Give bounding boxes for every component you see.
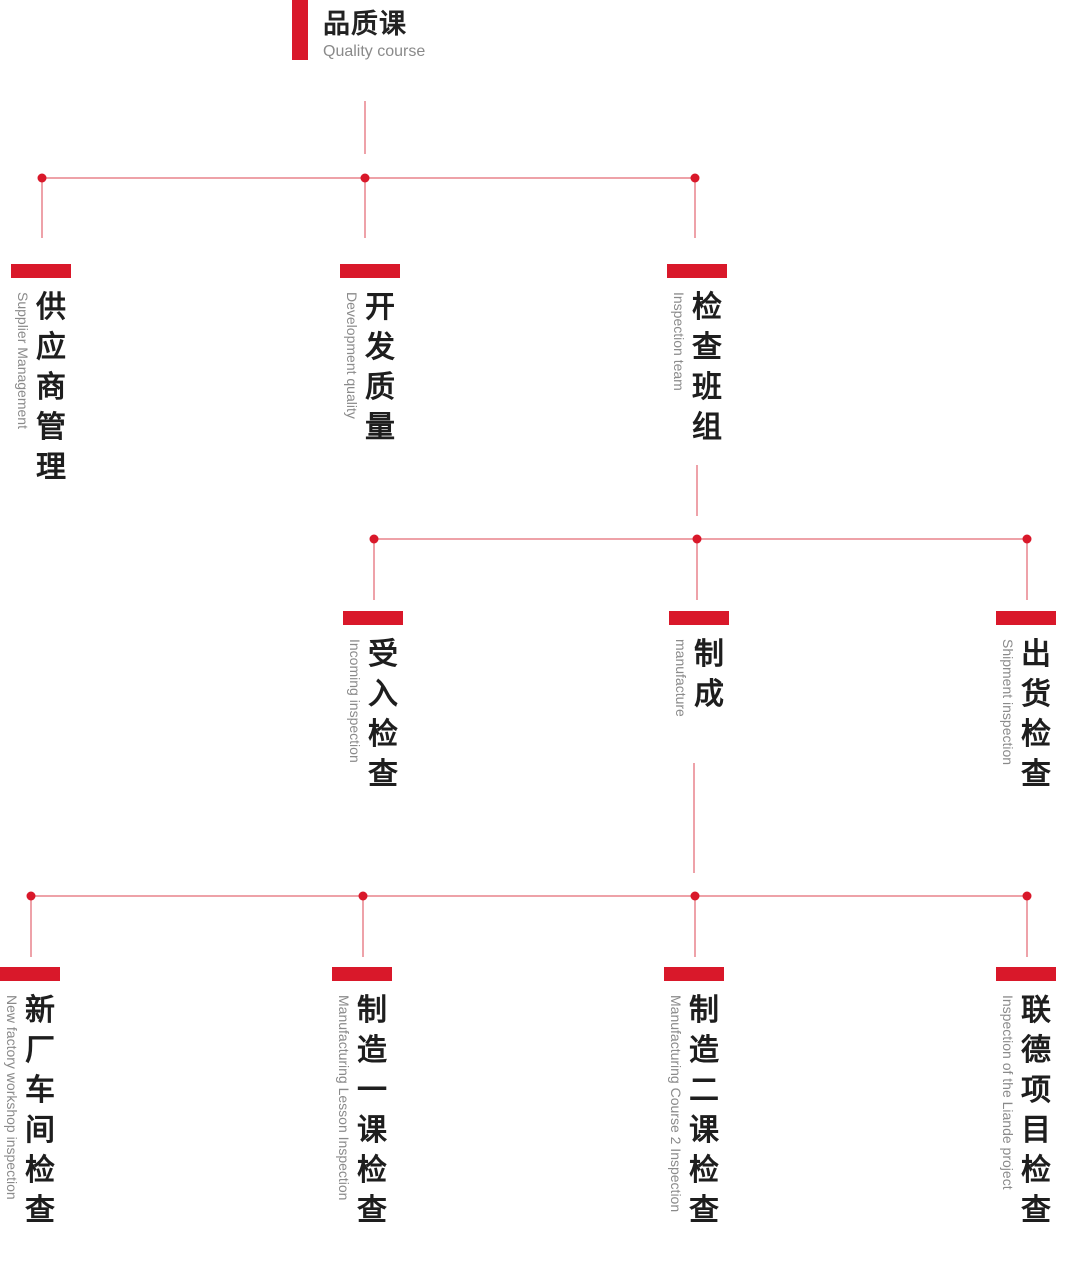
node-accent-bar — [0, 967, 60, 981]
connector-dot — [690, 173, 700, 183]
connector-dot — [690, 891, 700, 901]
node-label-cn: 新厂车间检查 — [25, 993, 55, 1228]
node-accent-bar — [11, 264, 71, 278]
node-label-en: Incoming inspection — [347, 639, 363, 763]
connector-dot — [1022, 891, 1032, 901]
node-accent-bar — [669, 611, 729, 625]
node-label-en: Inspection of the Liande project — [1000, 995, 1016, 1190]
node-label-en: manufacture — [673, 639, 689, 717]
node-label-cn: 受入检查 — [368, 637, 398, 792]
connector-dot — [692, 534, 702, 544]
node-label-cn: 制造一课检查 — [357, 993, 387, 1228]
node-accent-bar — [664, 967, 724, 981]
node-label-cn: 供应商管理 — [36, 290, 66, 485]
node-label-cn: 联德项目检查 — [1021, 993, 1051, 1228]
node-label-en: Manufacturing Course 2 Inspection — [668, 995, 684, 1213]
node-accent-bar — [996, 967, 1056, 981]
node-label-cn: 出货检查 — [1021, 637, 1051, 792]
connector-dot — [26, 891, 36, 901]
node-accent-bar — [332, 967, 392, 981]
connector-dot — [360, 173, 370, 183]
node-label-en: Supplier Management — [15, 292, 31, 429]
node-label-en: Manufacturing Lesson Inspection — [336, 995, 352, 1201]
node-accent-bar — [343, 611, 403, 625]
root-title-en: Quality course — [323, 43, 426, 60]
connector-dot — [1022, 534, 1032, 544]
node-accent-bar — [996, 611, 1056, 625]
node-accent-bar — [667, 264, 727, 278]
node-label-en: New factory workshop inspection — [4, 995, 20, 1200]
node-label-cn: 制成 — [694, 637, 724, 712]
node-label-cn: 开发质量 — [365, 290, 395, 445]
node-label-en: Inspection team — [671, 292, 687, 391]
node-accent-bar — [340, 264, 400, 278]
connector-dot — [37, 173, 47, 183]
node-label-en: Shipment inspection — [1000, 639, 1016, 766]
node-label-cn: 检查班组 — [692, 290, 722, 445]
connector-dot — [369, 534, 379, 544]
root-title-cn: 品质课 — [323, 9, 407, 40]
connector-dot — [358, 891, 368, 901]
root-accent-bar — [292, 0, 308, 60]
node-label-en: Development quality — [344, 292, 360, 419]
node-label-cn: 制造二课检查 — [689, 993, 719, 1228]
